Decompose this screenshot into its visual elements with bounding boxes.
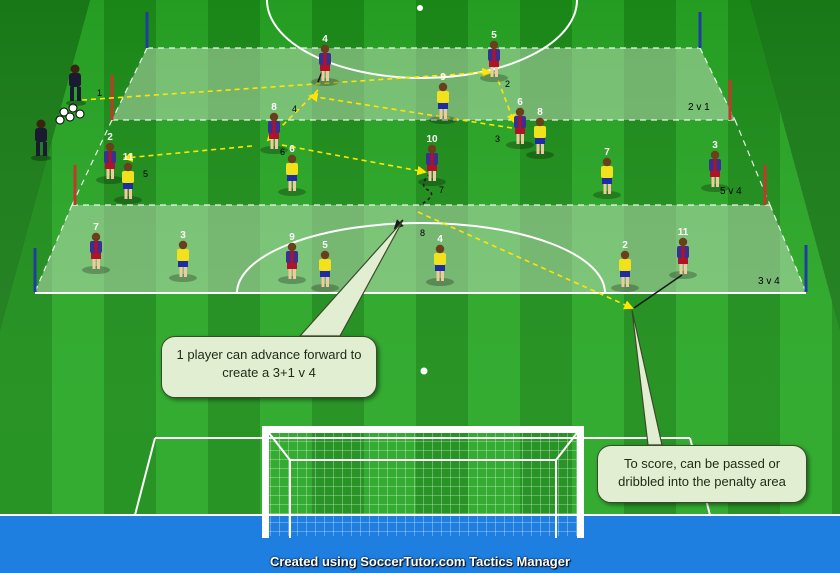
yellow-player-number: 8: [537, 107, 543, 118]
yellow-player-number: 2: [622, 240, 628, 251]
blue-player-number: 3: [712, 140, 718, 151]
yellow-player: 3: [169, 230, 197, 282]
yellow-player-number: 9: [440, 72, 446, 83]
yellow-player-number: 3: [180, 230, 186, 241]
blue-player: 9: [278, 232, 306, 284]
yellow-player: 5: [311, 240, 339, 292]
blue-player: 5: [480, 30, 508, 82]
goal-net-icon: [262, 426, 584, 538]
zone-top: [112, 48, 735, 120]
blue-player-number: 4: [322, 34, 328, 45]
yellow-player: 8: [526, 107, 554, 159]
blue-player: 7: [82, 222, 110, 274]
yellow-player-number: 5: [322, 240, 328, 251]
blue-player-number: 2: [107, 132, 113, 143]
callout-scoring-rule: To score, can be passed or dribbled into…: [597, 445, 807, 503]
pass-label-4: 4: [292, 104, 297, 114]
pass-lines: [81, 67, 634, 310]
pass-label-3: 3: [495, 134, 500, 144]
blue-player-number: 6: [517, 97, 523, 108]
callout-advance-player: 1 player can advance forward to create a…: [161, 336, 377, 398]
yellow-player: 4: [426, 234, 454, 286]
pass-label-5: 5: [143, 169, 148, 179]
blue-player-number: 5: [491, 30, 497, 41]
pass-label-6: 6: [280, 147, 285, 157]
footer-credit: Created using SoccerTutor.com Tactics Ma…: [269, 554, 571, 569]
blue-player-number: 8: [271, 102, 277, 113]
yellow-player: 2: [611, 240, 639, 292]
blue-player-number: 11: [678, 227, 689, 238]
callout-advance-text: 1 player can advance forward to create a…: [176, 347, 362, 380]
blue-player: 8: [260, 102, 288, 154]
pass-label-2: 2: [505, 79, 510, 89]
blue-player-number: 10: [426, 134, 438, 145]
blue-player-number: 7: [93, 222, 99, 233]
callout-scoring-text: To score, can be passed or dribbled into…: [618, 456, 786, 489]
pass-label-8: 8: [420, 228, 425, 238]
yellow-player-number: 4: [437, 234, 443, 245]
yellow-player: 11: [114, 152, 142, 204]
zone-label-middle: 5 v 4: [720, 186, 742, 197]
blue-player: 3: [701, 140, 729, 192]
blue-player: 2: [96, 132, 124, 184]
pass-label-7: 7: [439, 185, 444, 195]
soccer-ball-icon: [55, 103, 85, 125]
zone-label-top: 2 v 1: [688, 102, 710, 113]
pass-labels: 1 2 3 4 5 6 7 8: [97, 79, 510, 238]
blue-player: 6: [506, 97, 534, 149]
yellow-player-number: 6: [289, 144, 295, 155]
zone-bottom: [35, 205, 806, 292]
yellow-player: 7: [593, 147, 621, 199]
yellow-player: 6: [278, 144, 306, 196]
coach: [66, 64, 86, 106]
yellow-player-number: 7: [604, 147, 610, 158]
yellow-player-number: 11: [123, 152, 134, 163]
blue-player: 11: [669, 227, 697, 279]
blue-player-number: 9: [289, 232, 295, 243]
coach: [31, 119, 51, 161]
blue-player: 10: [418, 134, 446, 186]
zone-label-bottom: 3 v 4: [758, 276, 780, 287]
yellow-player: 9: [429, 72, 457, 124]
penalty-spot: [420, 367, 428, 375]
blue-player: 4: [311, 34, 339, 86]
pass-label-1: 1: [97, 88, 102, 98]
